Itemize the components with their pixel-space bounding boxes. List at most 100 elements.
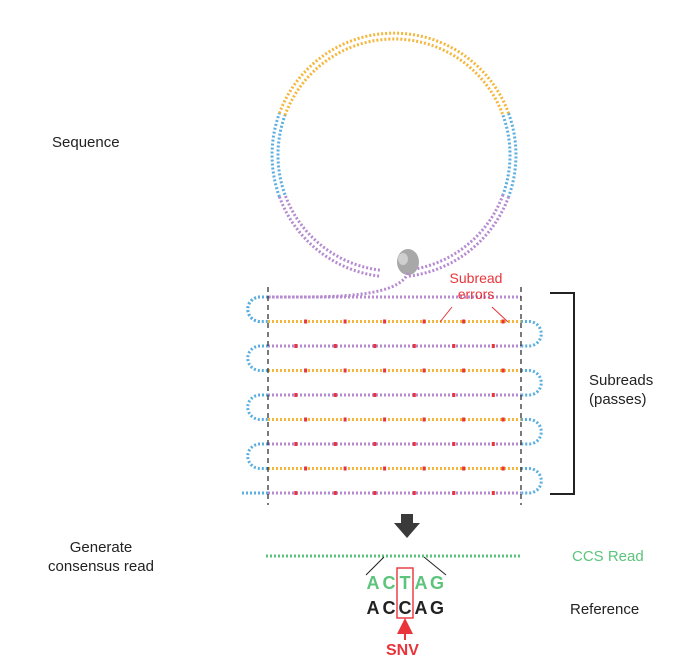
adapter-loop [521, 369, 543, 397]
error-callout-line-left [439, 306, 453, 323]
subreads-bracket [550, 292, 575, 495]
subread-error-mark [422, 466, 426, 471]
subread-error-mark [462, 466, 466, 471]
reference-letter: C [399, 598, 412, 618]
subread-error-mark [422, 319, 426, 324]
subread-error-mark [491, 344, 495, 348]
polymerase-icon [397, 249, 419, 275]
lead-strand [268, 272, 410, 299]
subread-error-mark [383, 466, 387, 471]
subread-passes [242, 295, 543, 495]
subread-error-mark [294, 442, 298, 446]
subread-error-mark [373, 491, 377, 495]
snv-label: SNV [386, 642, 419, 659]
ccs-read-label: CCS Read [572, 548, 644, 565]
reference-letter: A [415, 598, 428, 618]
subread-error-mark [422, 417, 426, 422]
subreads-label: Subreads (passes) [589, 371, 653, 409]
subread-error-mark [383, 417, 387, 422]
subread-error-mark [452, 491, 456, 495]
adapter-loop [246, 344, 268, 372]
circle-insert-alt-right-outer [408, 196, 511, 278]
subread-error-mark [304, 319, 308, 324]
smrtbell-circle [270, 31, 518, 278]
subread-error-mark [373, 393, 377, 397]
subread-error-mark [501, 319, 505, 324]
subread-error-mark [383, 319, 387, 324]
subread-error-mark [304, 417, 308, 422]
generate-consensus-label: Generate consensus read [42, 538, 160, 576]
ccs-letter: C [383, 573, 396, 593]
reference-letter: C [383, 598, 396, 618]
circle-insert-segment-inner [283, 37, 505, 116]
subread-error-mark [304, 368, 308, 373]
subread-error-mark [333, 344, 337, 348]
sequence-label: Sequence [52, 134, 120, 151]
ccs-letter: T [400, 573, 411, 593]
subread-errors-label-line2: errors [457, 286, 495, 302]
ccs-letter: G [430, 573, 444, 593]
subread-error-mark [294, 491, 298, 495]
generate-consensus-label-line2: consensus read [48, 558, 154, 575]
circle-adapter-left-inner [276, 114, 287, 196]
subread-error-mark [333, 442, 337, 446]
subread-error-mark [343, 417, 347, 422]
subread-error-mark [491, 393, 495, 397]
subread-error-mark [333, 393, 337, 397]
subread-error-mark [294, 344, 298, 348]
adapter-lead [246, 295, 268, 323]
subread-error-mark [462, 319, 466, 324]
subread-error-mark [412, 491, 416, 495]
adapter-loop [521, 320, 543, 348]
circle-insert-alt-left-outer [277, 196, 380, 278]
adapter-loop [246, 393, 268, 421]
circle-adapter-right-outer [507, 112, 518, 198]
subread-error-mark [501, 466, 505, 471]
subread-error-mark [343, 466, 347, 471]
subread-error-mark [491, 442, 495, 446]
subread-error-mark [422, 368, 426, 373]
subreads-label-line2: (passes) [589, 391, 647, 408]
subread-error-mark [412, 393, 416, 397]
reference-letter: G [430, 598, 444, 618]
adapter-loop [521, 418, 543, 446]
subread-errors-label: Subread errors [428, 270, 524, 302]
circle-adapter-right-inner [501, 114, 512, 196]
subread-error-mark [343, 368, 347, 373]
circle-insert-segment-outer [277, 31, 511, 114]
subread-error-mark [462, 417, 466, 422]
subread-error-mark [452, 393, 456, 397]
subread-error-mark [373, 344, 377, 348]
circle-adapter-left-outer [270, 112, 281, 198]
subread-error-mark [343, 319, 347, 324]
adapter-loop [246, 442, 268, 470]
reference-letter: A [367, 598, 380, 618]
ccs-letter: A [415, 573, 428, 593]
subread-error-mark [412, 344, 416, 348]
subread-error-mark [304, 466, 308, 471]
subread-error-mark [294, 393, 298, 397]
down-arrow-icon [394, 514, 420, 538]
subread-error-mark [383, 368, 387, 373]
adapter-loop [521, 467, 543, 495]
subread-error-mark [462, 368, 466, 373]
subread-error-mark [501, 417, 505, 422]
reference-label: Reference [570, 601, 640, 618]
subread-error-mark [412, 442, 416, 446]
subread-error-mark [373, 442, 377, 446]
subread-error-mark [501, 368, 505, 373]
subreads-label-line1: Subreads [589, 372, 654, 389]
generate-consensus-label-line1: Generate [69, 539, 133, 556]
subread-error-mark [452, 344, 456, 348]
subread-error-mark [452, 442, 456, 446]
subread-error-mark [491, 491, 495, 495]
ccs-zoom-line-left [365, 556, 385, 576]
error-callout-line-right [491, 306, 509, 323]
ccs-zoom-line-right [423, 556, 447, 576]
subread-errors-label-line1: Subread [449, 270, 503, 286]
subread-error-mark [333, 491, 337, 495]
ccs-letter: A [367, 573, 380, 593]
